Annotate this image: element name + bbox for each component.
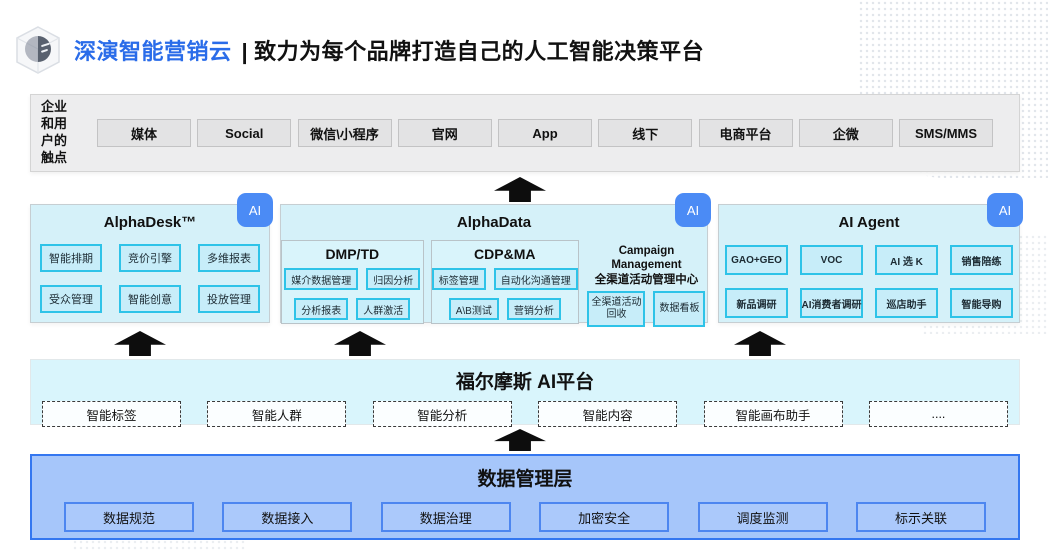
subpanel-dmp-td: DMP/TD 媒介数据管理 归因分析 分析报表 人群激活	[281, 240, 424, 324]
touchpoint-list: 媒体 Social 微信\小程序 官网 App 线下 电商平台 企微 SMS/M…	[89, 119, 1019, 147]
ai-badge: AI	[237, 193, 273, 227]
touchpoint-social: Social	[197, 119, 292, 147]
subpanel-title: CDP&MA	[474, 246, 536, 262]
ai-agent-panel: AI AI Agent GAO+GEO VOC AI 选 K 销售陪练 新品调研…	[718, 193, 1023, 323]
module-box: 媒介数据管理	[284, 268, 359, 290]
data-module-box: 数据规范	[64, 502, 194, 532]
module-box: 自动化沟通管理	[493, 268, 578, 290]
module-box: 营销分析	[506, 298, 561, 320]
alphadata-subpanels: DMP/TD 媒介数据管理 归因分析 分析报表 人群激活 CDP&MA	[281, 240, 707, 328]
holmes-ai-platform-title: 福尔摩斯 AI平台	[455, 372, 595, 393]
subpanel-modules: 全渠道活动回收 数据看板	[586, 291, 707, 328]
up-arrow-icon	[494, 177, 546, 202]
capability-box-more: ....	[868, 401, 1008, 427]
touchpoints-bar: 企业 和用 户的 触点 媒体 Social 微信\小程序 官网 App 线下 电…	[30, 94, 1020, 172]
up-arrow-icon	[114, 331, 166, 356]
title-divider: |	[241, 39, 249, 64]
alphadata-panel: AI AlphaData DMP/TD 媒介数据管理 归因分析 分析报表 人群激…	[280, 193, 711, 328]
alphadata-title: AlphaData	[456, 214, 532, 231]
module-box: VOC	[800, 245, 863, 275]
capability-box: 智能内容	[538, 401, 678, 427]
module-box: 人群激活	[356, 298, 411, 320]
touchpoint-app: App	[498, 119, 592, 147]
module-box: 受众管理	[40, 285, 102, 313]
module-box: GAO+GEO	[725, 245, 788, 275]
alphadesk-title: AlphaDesk™	[103, 214, 197, 231]
subpanel-title: Campaign Management 全渠道活动管理中心	[586, 244, 707, 287]
alphadesk-panel: AI AlphaDesk™ 智能排期 竞价引擎 多维报表 受众管理 智能创意 投…	[30, 193, 273, 323]
subpanel-title-en: Campaign Management	[611, 245, 682, 272]
alphadesk-modules: 智能排期 竞价引擎 多维报表 受众管理 智能创意 投放管理	[31, 244, 269, 313]
touchpoints-label-line: 户的	[41, 133, 68, 148]
holmes-ai-platform-band: 福尔摩斯 AI平台 智能标签 智能人群 智能分析 智能内容 智能画布助手 ...…	[30, 359, 1020, 427]
title-tagline: 致力为每个品牌打造自己的人工智能决策平台	[254, 39, 705, 64]
subpanel-modules: 标签管理 自动化沟通管理 A\B测试 营销分析	[431, 268, 578, 320]
capability-box: 智能标签	[42, 401, 181, 427]
subpanel-title: DMP/TD	[325, 246, 380, 262]
data-module-box: 数据接入	[222, 502, 353, 532]
module-box: 新品调研	[725, 288, 788, 318]
subpanel-title-zh: 全渠道活动管理中心	[594, 273, 699, 286]
data-management-title: 数据管理层	[477, 469, 573, 490]
header: 深演智能营销云 |致力为每个品牌打造自己的人工智能决策平台	[12, 24, 704, 76]
data-management-list: 数据规范 数据接入 数据治理 加密安全 调度监测 标示关联	[32, 502, 1018, 532]
touchpoint-ecommerce: 电商平台	[698, 119, 793, 147]
touchpoints-label-line: 企业	[41, 99, 68, 115]
touchpoints-label-line: 和用	[41, 116, 68, 132]
ai-badge: AI	[675, 193, 711, 227]
data-module-box: 加密安全	[539, 502, 670, 532]
subpanel-cdp-ma: CDP&MA 标签管理 自动化沟通管理 A\B测试 营销分析	[430, 240, 579, 324]
module-box: 智能排期	[40, 244, 102, 272]
touchpoint-website: 官网	[397, 119, 492, 147]
touchpoint-wechat-miniprogram: 微信\小程序	[297, 119, 392, 147]
subpanel-modules: 媒介数据管理 归因分析 分析报表 人群激活	[282, 268, 423, 320]
capability-box: 智能人群	[207, 401, 347, 427]
ai-agent-modules: GAO+GEO VOC AI 选 K 销售陪练 新品调研 AI消费者调研 巡店助…	[719, 245, 1019, 318]
data-module-box: 数据治理	[380, 502, 511, 532]
module-box: 智能创意	[119, 285, 181, 313]
touchpoint-offline: 线下	[598, 119, 693, 147]
touchpoint-wecom: 企微	[798, 119, 893, 147]
module-box: 投放管理	[198, 285, 260, 313]
touchpoints-label-line: 触点	[41, 149, 68, 165]
brand-logo-icon	[16, 26, 60, 74]
module-box: 多维报表	[198, 244, 260, 272]
module-box: 销售陪练	[950, 245, 1013, 275]
module-box: 数据看板	[653, 291, 706, 328]
holmes-capability-list: 智能标签 智能人群 智能分析 智能内容 智能画布助手 ....	[31, 401, 1019, 427]
module-box: AI消费者调研	[800, 288, 863, 318]
capability-box: 智能分析	[372, 401, 512, 427]
page-title: 深演智能营销云 |致力为每个品牌打造自己的人工智能决策平台	[74, 34, 704, 66]
module-box: 全渠道活动回收	[587, 291, 646, 328]
subpanel-campaign-management: Campaign Management 全渠道活动管理中心 全渠道活动回收 数据…	[586, 240, 707, 328]
module-box: 标签管理	[431, 268, 486, 290]
module-box: 分析报表	[294, 298, 349, 320]
capability-box: 智能画布助手	[703, 401, 843, 427]
module-box: 竞价引擎	[119, 244, 181, 272]
module-box: 智能导购	[950, 288, 1013, 318]
up-arrow-icon	[734, 331, 786, 356]
brand-name: 深演智能营销云	[74, 39, 232, 64]
touchpoint-media: 媒体	[97, 119, 191, 147]
ai-badge: AI	[987, 193, 1023, 227]
data-management-band: 数据管理层 数据规范 数据接入 数据治理 加密安全 调度监测 标示关联	[30, 454, 1020, 540]
up-arrow-icon	[334, 331, 386, 356]
module-box: AI 选 K	[875, 245, 938, 275]
ai-agent-title: AI Agent	[838, 214, 900, 231]
module-box: 归因分析	[366, 268, 421, 290]
data-module-box: 调度监测	[697, 502, 828, 532]
module-box: A\B测试	[448, 298, 499, 320]
data-module-box: 标示关联	[855, 502, 986, 532]
up-arrow-icon	[494, 429, 546, 451]
touchpoint-sms-mms: SMS/MMS	[899, 119, 993, 147]
touchpoints-label: 企业 和用 户的 触点	[41, 99, 89, 167]
module-box: 巡店助手	[875, 288, 938, 318]
